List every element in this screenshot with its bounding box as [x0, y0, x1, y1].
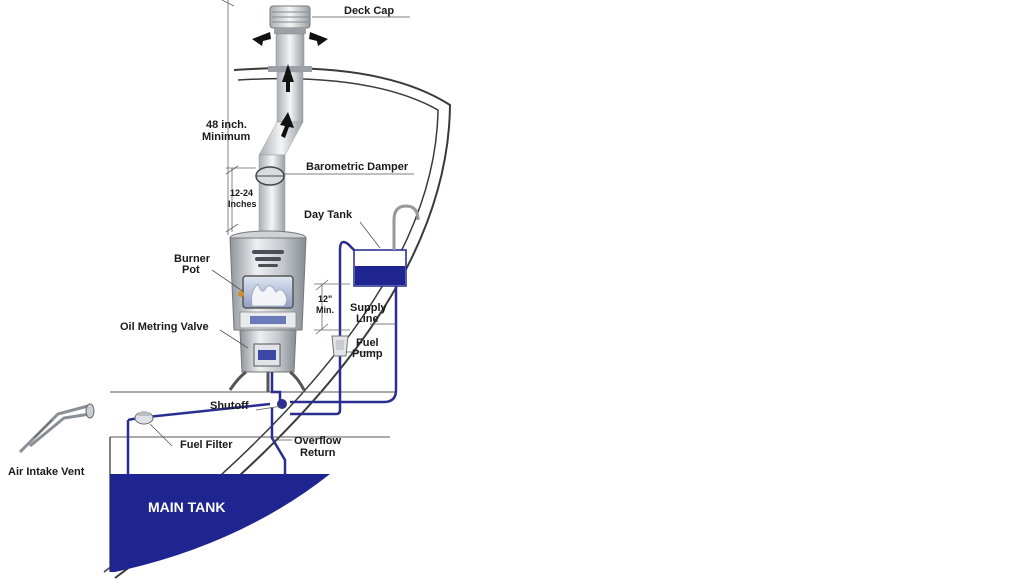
deck-cap-label: Deck Cap	[344, 5, 394, 17]
damper-height-label: 12-24	[230, 188, 253, 198]
flue-pipe	[252, 5, 328, 236]
shutoff-valve	[277, 399, 287, 409]
barometric-damper-label: Barometric Damper	[306, 161, 409, 173]
fuel-pump	[331, 335, 349, 357]
flue-arrow-icon	[280, 112, 294, 138]
exhaust-arrow-right-icon	[309, 32, 328, 46]
day-tank	[353, 204, 420, 287]
tank-height-label: Min.	[316, 305, 334, 315]
overflow-return-label: Overflow	[294, 435, 342, 447]
air-intake-vent-label: Air Intake Vent	[8, 466, 85, 478]
heater-stove	[228, 230, 307, 392]
air-intake-vent	[18, 403, 95, 454]
oil-metering-valve-label: Oil Metring Valve	[120, 321, 209, 333]
fuel-filter	[134, 411, 154, 425]
labels: Deck Cap 48 inch. Minimum Barometric Dam…	[8, 5, 409, 478]
main-tank-label: MAIN TANK	[148, 499, 226, 515]
min-height-label: 48 inch.	[206, 119, 247, 131]
shutoff-label: Shutoff	[210, 400, 249, 412]
supply-line-label: Supply	[350, 302, 388, 314]
overflow-return-label: Return	[300, 447, 336, 459]
burner-pot-label: Pot	[182, 264, 200, 276]
fuel-filter-label: Fuel Filter	[180, 439, 233, 451]
dimension-lines	[221, 0, 350, 335]
flue-arrow-icon	[282, 64, 294, 92]
burner-pot-label: Burner	[174, 253, 211, 265]
fuel-pump-label: Fuel	[356, 337, 379, 349]
day-tank-label: Day Tank	[304, 209, 353, 221]
damper-height-label: Inches	[228, 199, 257, 209]
fuel-pump-label: Pump	[352, 348, 383, 360]
main-tank: MAIN TANK	[110, 474, 330, 572]
exhaust-arrow-left-icon	[252, 32, 271, 46]
leader-lines	[33, 16, 414, 447]
min-height-label: Minimum	[202, 131, 250, 143]
tank-height-label: 12"	[318, 294, 332, 304]
supply-line-label: Line	[356, 313, 379, 325]
